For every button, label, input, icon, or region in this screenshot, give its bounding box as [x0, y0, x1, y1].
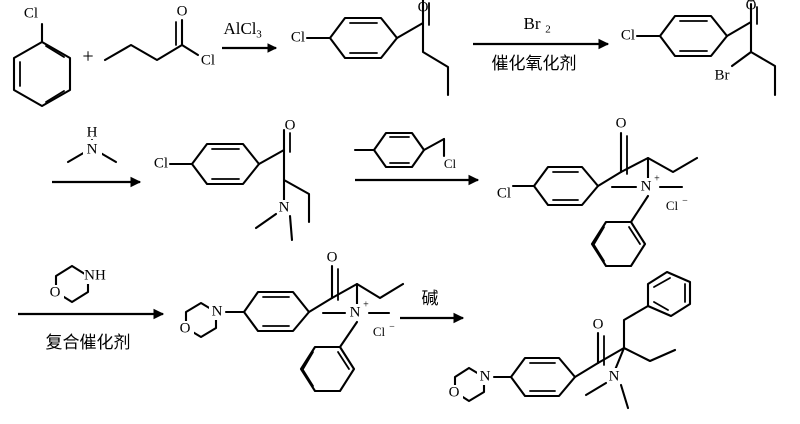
atom-label-cl-benzylchloride: Cl — [444, 156, 457, 171]
atom-label-o-ketone2: O — [746, 0, 757, 5]
reaction-arrow-2: Br 2 催化氧化剂 — [473, 14, 610, 74]
atom-label-n-cation-1: N — [641, 178, 652, 194]
atom-label-o-ketone6: O — [593, 316, 604, 332]
arrowhead-6 — [453, 312, 465, 324]
structure-quaternary-ammonium-chloride: Cl O N + Cl − — [497, 115, 699, 268]
plus-symbol-1: + — [82, 46, 93, 68]
atom-label-o-ketone1-vis: O — [418, 0, 429, 15]
charge-minus-1: − — [682, 195, 688, 206]
atom-label-o-morpholine-1: O — [50, 284, 61, 300]
atom-label-h-dimethylamine: H — [87, 124, 98, 140]
atom-label-n-dimethylamino: N — [279, 199, 290, 215]
reagent-subscript-br2: 2 — [545, 24, 551, 36]
atom-label-cl-ring3: Cl — [154, 155, 168, 171]
structure-final-product: O N O N — [447, 270, 692, 410]
atom-label-n-cation-2: N — [350, 304, 361, 320]
atom-label-chloride-anion-2: Cl — [373, 324, 386, 339]
reaction-arrow-1: AlCl 3 — [222, 19, 278, 53]
charge-plus-1: + — [654, 173, 660, 184]
structure-butyryl-chloride: O Cl — [103, 3, 215, 68]
atom-label-nh-morpholine-1: NH — [84, 267, 106, 283]
arrowhead-4 — [468, 174, 480, 186]
reagent-structure-dimethylamine: N H — [66, 124, 118, 164]
atom-label-cl-ring2: Cl — [621, 27, 635, 43]
structure-morpholino-quaternary-salt: O N O N + Cl − — [178, 249, 405, 393]
charge-minus-2: − — [389, 321, 395, 332]
atom-label-o-ketone2-vis: O — [746, 0, 757, 13]
reaction-arrow-3 — [52, 176, 142, 188]
atom-label-n-dimethylamino-final: N — [609, 368, 620, 384]
atom-label-n-dimethylamine: N — [87, 141, 98, 157]
reaction-arrow-5: 复合催化剂 — [18, 308, 165, 353]
atom-label-cl-ring4: Cl — [497, 185, 511, 201]
reagent-subscript-alcl3: 3 — [256, 29, 262, 41]
charge-plus-2: + — [363, 299, 369, 310]
atom-label-cl: Cl — [24, 5, 38, 21]
reagent-label-composite-catalyst: 复合催化剂 — [46, 333, 131, 353]
atom-label-cl-acyl: Cl — [201, 52, 215, 68]
atom-label-o-ketone3: O — [285, 117, 296, 133]
atom-label-o-ketone4: O — [616, 115, 627, 131]
atom-label-n-morpholine-3: N — [480, 368, 491, 384]
arrowhead-2 — [598, 38, 610, 50]
structure-chlorobenzene: Cl — [12, 5, 72, 108]
atom-label-chloride-anion-1: Cl — [666, 198, 679, 213]
arrowhead-1 — [267, 43, 278, 53]
reagent-label-base: 碱 — [422, 289, 439, 309]
reaction-arrow-6: 碱 — [400, 289, 465, 324]
reagent-label-br2: Br — [524, 14, 541, 33]
atom-label-o-morpholine-3: O — [449, 384, 460, 400]
structure-dimethylamino-chlorophenyl-butanone: Cl O N — [154, 117, 311, 242]
atom-label-o-ketone5: O — [327, 249, 338, 265]
structure-bromo-chlorophenyl-butanone: Cl O Br — [621, 0, 777, 97]
arrowhead-3 — [130, 176, 142, 188]
structure-chlorophenyl-butanone: Cl O — [291, 0, 450, 97]
atom-label-br: Br — [715, 67, 730, 83]
reagent-structure-morpholine: O NH — [48, 264, 110, 304]
atom-label-o-acyl: O — [177, 3, 188, 19]
reagent-structure-methylbenzyl-chloride: Cl — [353, 131, 457, 171]
atom-label-cl-ring1: Cl — [291, 29, 305, 45]
reagent-label-catalytic-oxidant: 催化氧化剂 — [492, 54, 577, 74]
atom-label-n-morpholine-2: N — [212, 303, 223, 319]
atom-label-o-morpholine-2: O — [180, 320, 191, 336]
reagent-label-alcl3: AlCl — [223, 19, 256, 38]
atom-label-o-ketone1: O — [418, 0, 429, 1]
arrowhead-5 — [153, 308, 165, 320]
reaction-arrow-4 — [355, 174, 480, 186]
